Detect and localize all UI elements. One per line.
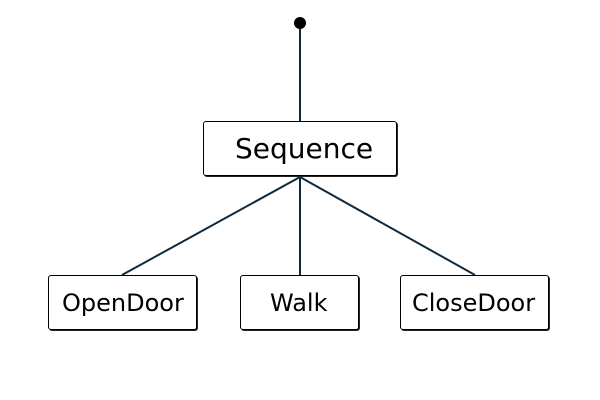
edge-to-opendoor <box>121 176 301 276</box>
opendoor-node[interactable]: OpenDoor <box>48 275 197 330</box>
closedoor-node[interactable]: CloseDoor <box>400 275 549 330</box>
walk-node-label: Walk <box>270 288 328 317</box>
entry-point-dot <box>294 17 306 29</box>
walk-node[interactable]: Walk <box>240 275 359 330</box>
sequence-node[interactable]: Sequence <box>203 121 397 176</box>
sequence-node-label: Sequence <box>235 132 374 165</box>
closedoor-node-label: CloseDoor <box>412 288 536 317</box>
opendoor-node-label: OpenDoor <box>62 288 184 317</box>
edge-to-closedoor <box>299 176 476 276</box>
